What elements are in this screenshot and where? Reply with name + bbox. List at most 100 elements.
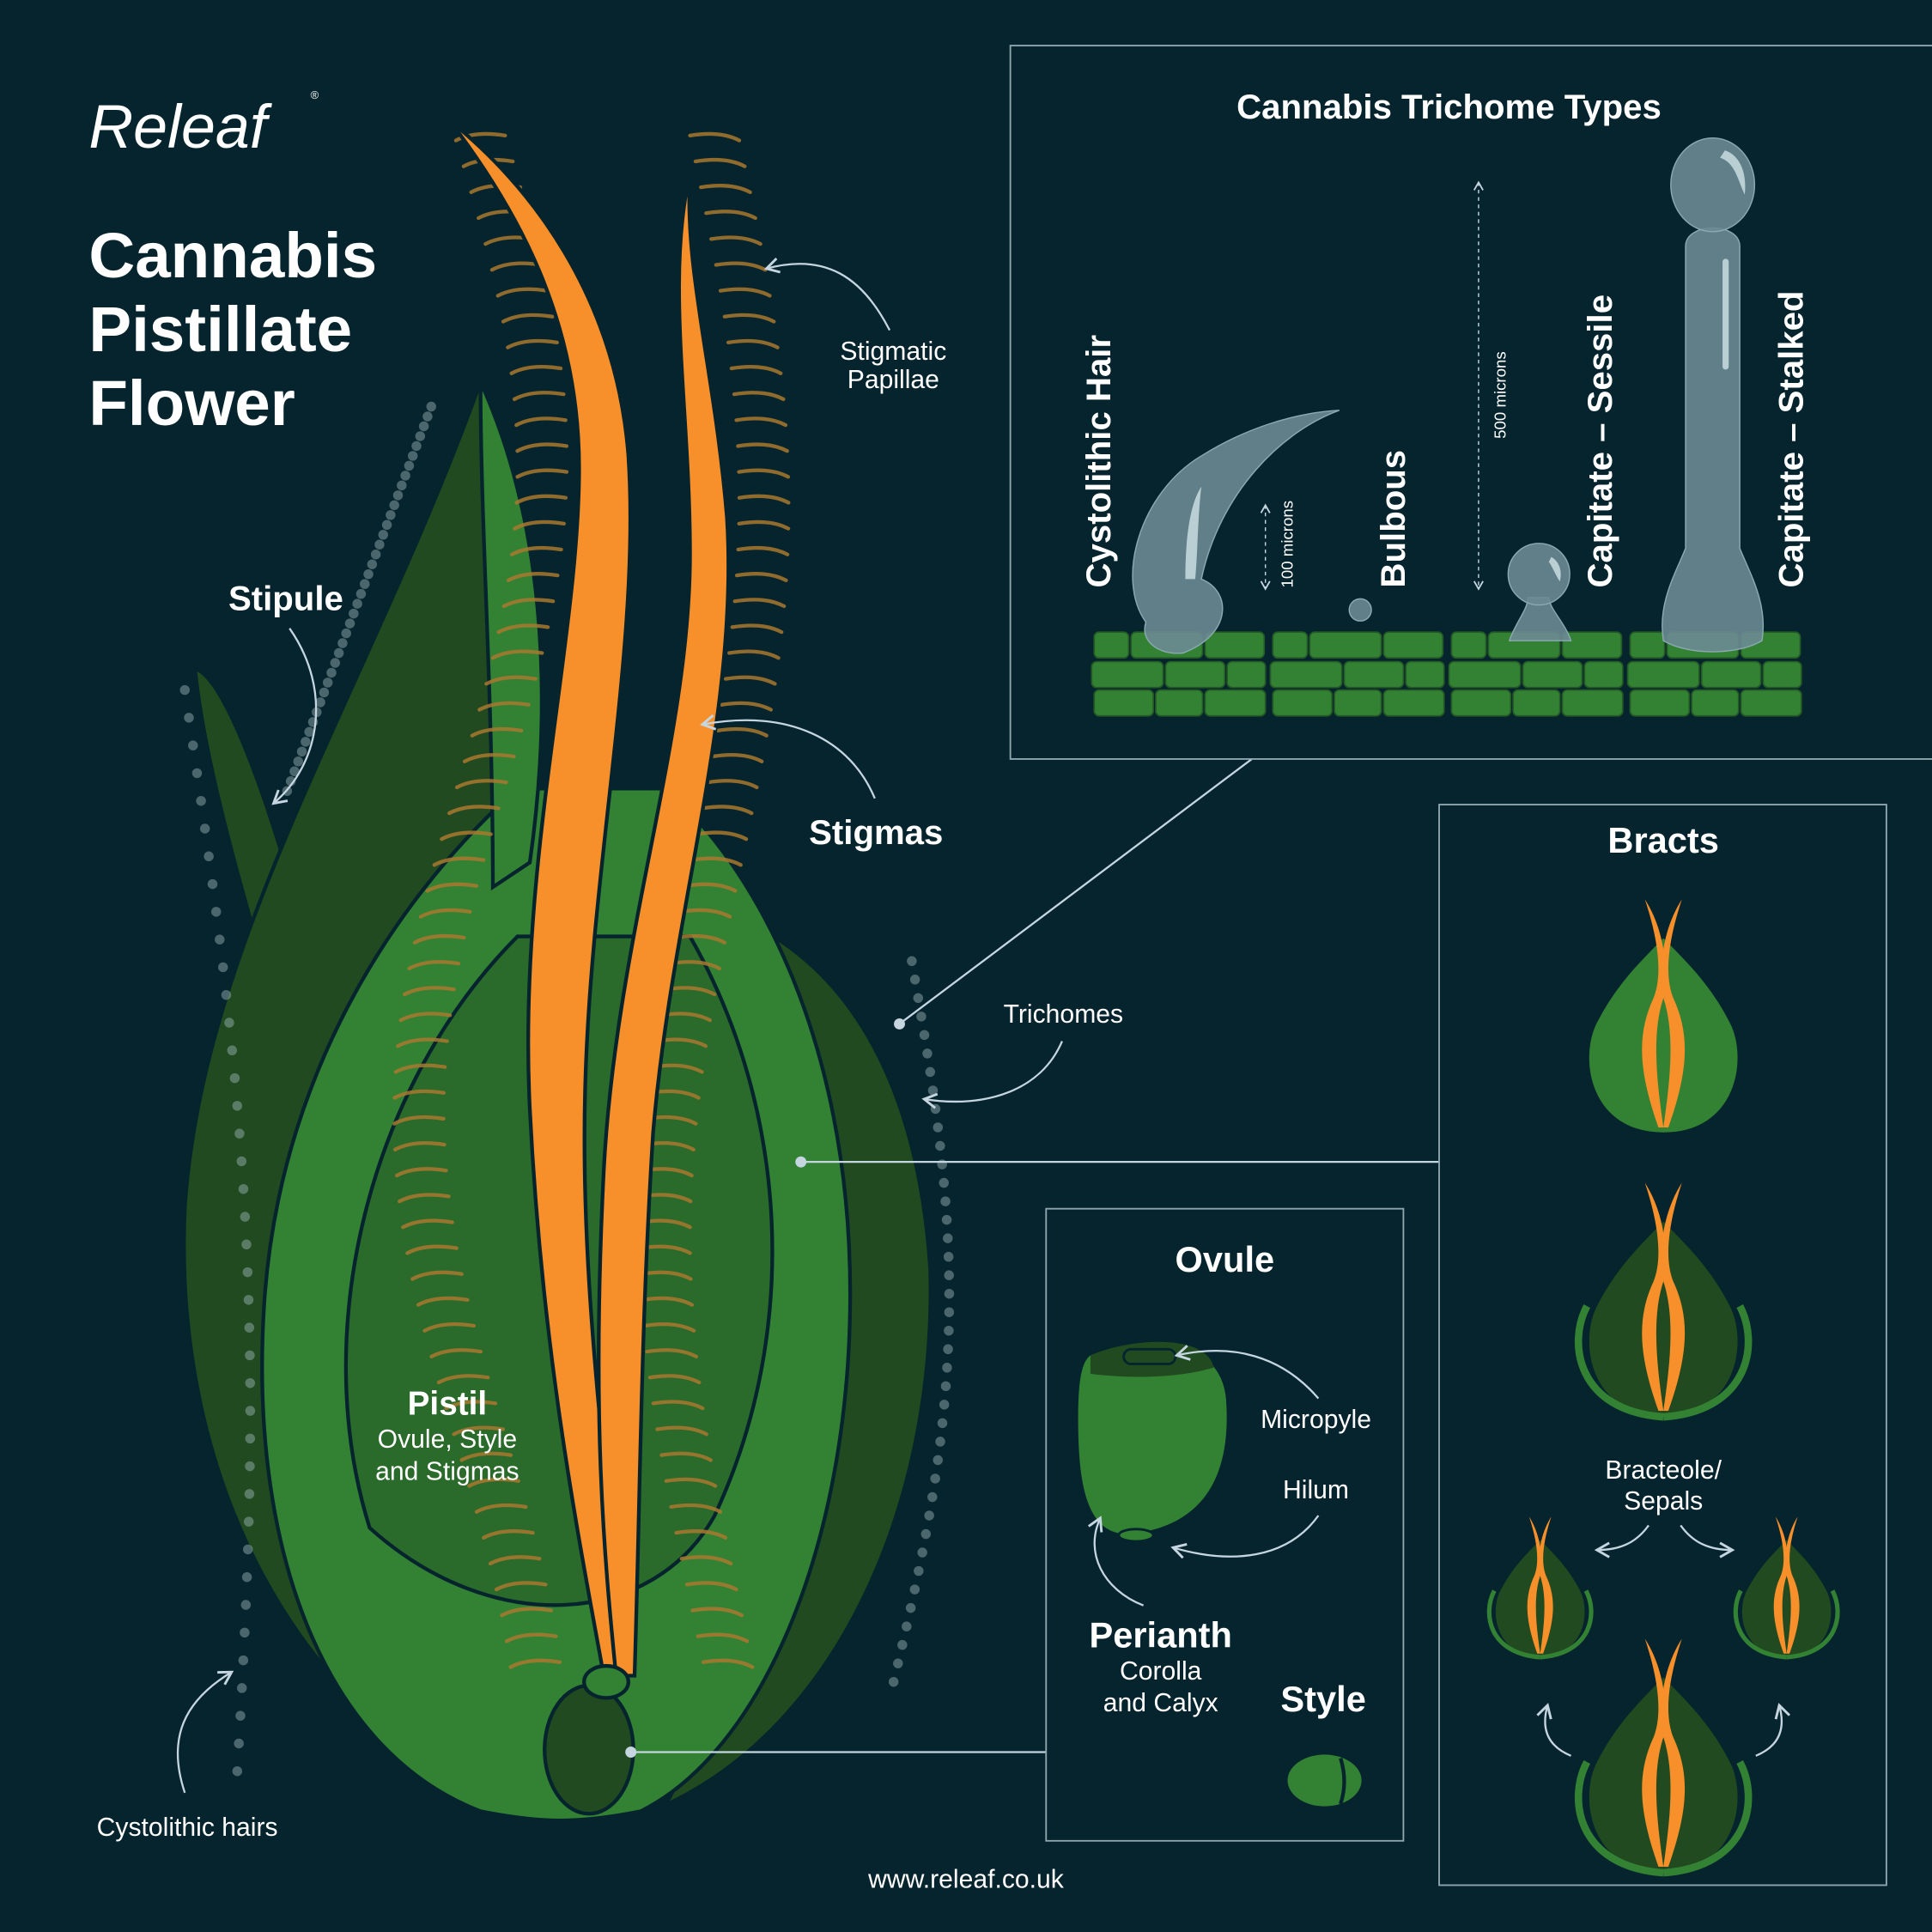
trichome-dot xyxy=(207,878,218,890)
papilla xyxy=(651,1400,705,1411)
trichome-dot xyxy=(397,480,407,491)
ovule-shape xyxy=(1078,1342,1227,1534)
cell xyxy=(1091,660,1164,689)
callout-connectors xyxy=(625,758,1440,1758)
label-stigmas: Stigmas xyxy=(809,813,943,852)
cell xyxy=(1405,660,1445,689)
trichome-dot xyxy=(241,1571,252,1583)
trichome-dot xyxy=(888,1676,899,1687)
trichome-dot xyxy=(916,1012,927,1022)
trichome-dot xyxy=(400,471,410,481)
label-trichomes: Trichomes xyxy=(1004,1000,1124,1029)
trichome-dot xyxy=(407,451,418,461)
papilla xyxy=(500,1607,553,1618)
title-line-2: Pistillate xyxy=(88,293,352,365)
bract-stigma xyxy=(1661,899,1686,1127)
trichome-dot xyxy=(939,1177,950,1188)
trichome-dot xyxy=(378,530,389,540)
page-title: Cannabis Pistillate Flower xyxy=(88,219,377,439)
papilla xyxy=(645,1348,699,1359)
bract-stigma xyxy=(1642,1182,1666,1412)
trichome-panel-title: Cannabis Trichome Types xyxy=(1236,88,1662,126)
trichome-dot xyxy=(215,934,225,945)
papilla xyxy=(714,261,768,272)
papilla xyxy=(727,649,781,660)
papilla xyxy=(447,805,501,816)
bract-stigma xyxy=(1642,1638,1666,1867)
cell xyxy=(1204,631,1266,659)
papilla xyxy=(710,753,764,763)
trichome-types-panel: Cannabis Trichome Types 100 microns 500 … xyxy=(1009,45,1932,760)
papilla xyxy=(515,442,569,453)
title-line-3: Flower xyxy=(88,367,295,439)
trichome-dot xyxy=(418,421,429,432)
hilum-label: Hilum xyxy=(1283,1476,1349,1504)
papilla xyxy=(513,519,566,531)
bract-leaf xyxy=(1741,1538,1833,1658)
cell xyxy=(1762,660,1802,689)
trichome-dot xyxy=(238,1183,249,1194)
papilla xyxy=(401,1218,454,1230)
papilla xyxy=(508,1658,562,1669)
trichome-dot xyxy=(389,500,399,511)
trichome-dot xyxy=(930,1473,940,1484)
papilla xyxy=(418,908,472,919)
trichome-dot xyxy=(893,1658,903,1668)
cell xyxy=(1740,689,1802,717)
bulbous-shape xyxy=(1348,598,1372,622)
trichome-dot xyxy=(232,1765,243,1777)
trichome-dot xyxy=(942,1363,952,1373)
papilla xyxy=(453,131,507,143)
bract-stigma xyxy=(1661,1182,1686,1412)
cell xyxy=(1334,689,1382,717)
trichome-dot xyxy=(411,440,422,452)
papilla xyxy=(720,701,773,712)
papilla xyxy=(396,1037,449,1048)
trichome-dot xyxy=(367,559,378,569)
trichome-dot xyxy=(937,1418,948,1429)
trichome-dot xyxy=(917,1547,927,1558)
cell xyxy=(1700,660,1762,689)
style-shape xyxy=(1287,1754,1362,1807)
scale-500-label: 500 microns xyxy=(1492,351,1510,439)
label-stigmatic-1: Stigmatic xyxy=(840,337,946,366)
bract-leaf xyxy=(1586,934,1741,1135)
cell xyxy=(1450,631,1487,659)
papilla xyxy=(679,1555,733,1566)
papilla xyxy=(501,598,556,609)
trichome-dot xyxy=(941,1214,952,1225)
capitate-sessile-shape xyxy=(1507,543,1572,641)
trichome-dot xyxy=(943,1344,953,1355)
papilla xyxy=(642,1321,696,1333)
papilla xyxy=(429,1348,483,1359)
papilla xyxy=(422,1321,477,1333)
trichome-dot xyxy=(243,1516,254,1527)
trichome-dot xyxy=(315,697,325,708)
papilla xyxy=(510,545,563,556)
papilla xyxy=(514,494,568,505)
footer-url[interactable]: www.releaf.co.uk xyxy=(867,1865,1065,1893)
trichome-dot xyxy=(242,1267,253,1278)
trichome-dot xyxy=(927,1492,938,1503)
cell xyxy=(1272,631,1309,659)
trichome-dot xyxy=(909,975,920,985)
papilla xyxy=(432,856,486,867)
trichome-dot xyxy=(935,1437,945,1447)
trichome-dot xyxy=(374,539,385,550)
trichome-dot xyxy=(944,1326,954,1336)
stigmatic-papillae xyxy=(392,131,791,1669)
papilla xyxy=(737,468,791,479)
trichome-dot xyxy=(293,756,303,767)
trichome-dot xyxy=(330,658,341,668)
cell xyxy=(1382,631,1444,659)
trichome-dot xyxy=(245,1406,256,1416)
ovule-callout-dot xyxy=(625,1747,637,1758)
stigmas-arrow xyxy=(700,714,876,799)
papilla xyxy=(489,261,544,272)
sepal-arrow-left xyxy=(1536,1703,1571,1757)
trichome-dot xyxy=(188,740,198,750)
cell xyxy=(1522,660,1583,689)
trichome-dot xyxy=(241,1239,252,1250)
trichome-dot xyxy=(905,1602,916,1613)
type-capitate-stalked: Capitate – Stalked xyxy=(1771,291,1810,588)
